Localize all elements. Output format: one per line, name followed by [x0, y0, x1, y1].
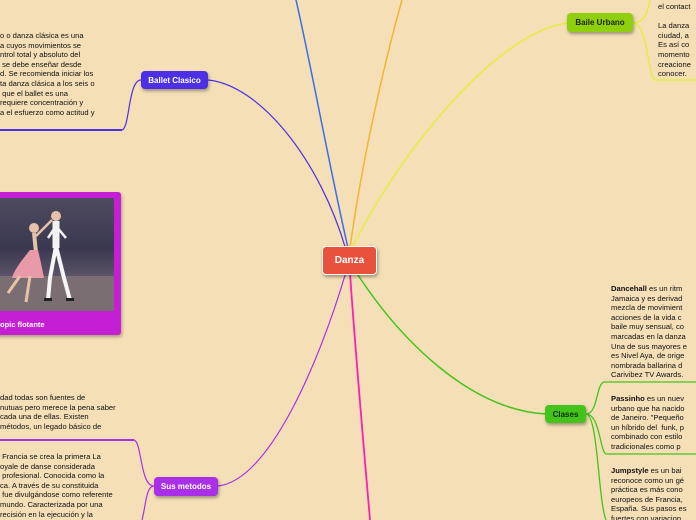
passinho-title: Passinho	[611, 394, 645, 403]
metodos-description-2: Francia se crea la primera La oyale de d…	[0, 452, 113, 520]
connector-top-orange	[349, 0, 403, 249]
jumpstyle-text: es un bai reconoce como un gé práctica e…	[611, 466, 687, 520]
central-topic[interactable]: Danza	[322, 246, 377, 275]
metodos-description-1: dad todas son fuentes de nutuas pero mer…	[0, 393, 116, 431]
dancehall-text: es un ritm Jamaica y es derivad mezcla d…	[611, 284, 687, 380]
connector-metodos-text	[133, 439, 155, 520]
clases-dancehall: Dancehall es un ritm Jamaica y es deriva…	[611, 284, 696, 380]
connector-top-blue	[295, 0, 349, 249]
dancehall-title: Dancehall	[611, 284, 647, 293]
connector-ballet	[207, 79, 347, 251]
clases-passinho: Passinho es un nuev urbano que ha nacido…	[611, 394, 696, 452]
connector-urbano-bracket	[632, 0, 696, 81]
connector-ballet-text	[121, 79, 142, 131]
node-ballet-clasico[interactable]: Ballet Clasico	[141, 71, 208, 89]
node-ballet-clasico-label: Ballet Clasico	[148, 75, 201, 85]
connector-urbano	[351, 22, 569, 249]
node-sus-metodos[interactable]: Sus metodos	[154, 477, 218, 496]
node-baile-urbano-label: Baile Urbano	[575, 18, 625, 27]
urbano-description: el contact La danza ciudad, a Es así co …	[658, 2, 691, 79]
node-sus-metodos-label: Sus metodos	[160, 482, 212, 491]
floating-topic[interactable]: opic flotante	[0, 192, 121, 335]
connector-clases-text	[585, 381, 696, 520]
ballet-text-underline	[0, 129, 122, 131]
node-baile-urbano[interactable]: Baile Urbano	[567, 13, 633, 32]
clases-jumpstyle: Jumpstyle es un bai reconoce como un gé …	[611, 466, 696, 520]
ballet-dancers-photo	[0, 198, 114, 311]
ballet-dancers-illustration	[0, 211, 114, 311]
jumpstyle-title: Jumpstyle	[611, 466, 649, 475]
passinho-text: es un nuev urbano que ha nacido de Janei…	[611, 394, 685, 451]
connector-metodos	[217, 271, 347, 487]
floating-topic-label: opic flotante	[0, 320, 45, 329]
metodos-text-underline	[0, 439, 134, 441]
central-topic-label: Danza	[334, 255, 365, 266]
node-clases[interactable]: Clases	[545, 405, 586, 423]
node-clases-label: Clases	[552, 409, 579, 419]
ballet-description: o o danza clásica es una a cuyos movimie…	[0, 31, 95, 117]
connector-clases	[355, 271, 547, 415]
connector-bottom-pink	[349, 272, 371, 520]
